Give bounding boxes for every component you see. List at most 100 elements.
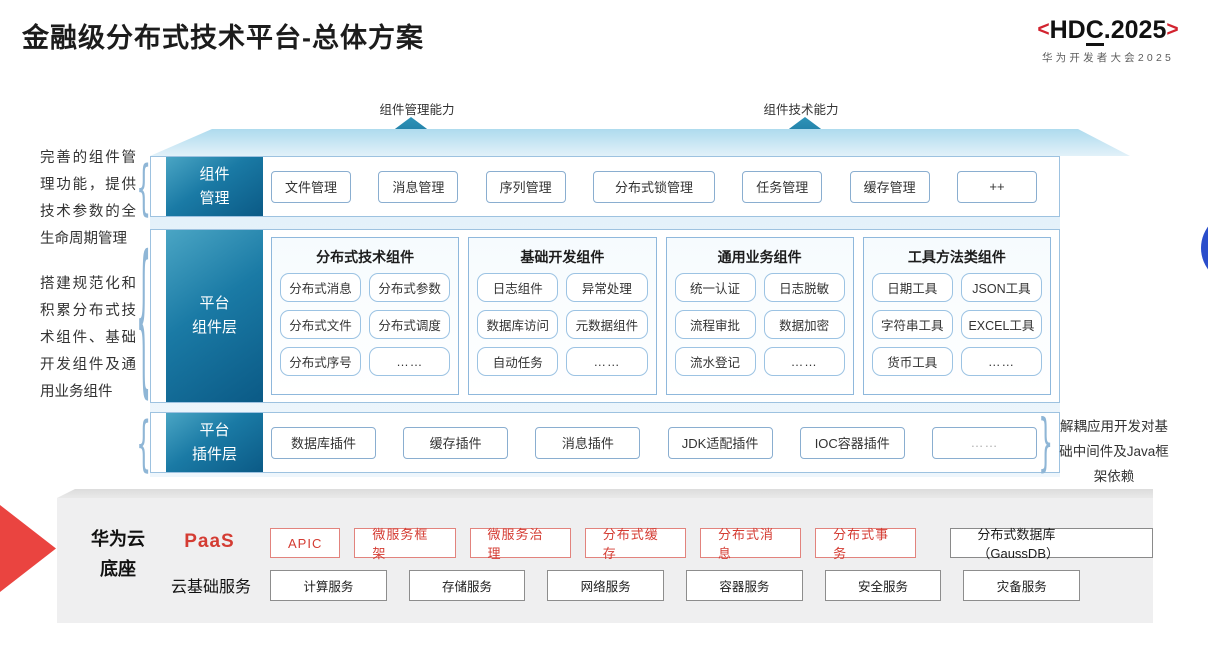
paas-services: APIC 微服务框架微服务治理分布式缓存分布式消息分布式事务分布式数据库（Gaus… bbox=[270, 527, 1154, 561]
component-mgmt-chip: 文件管理 bbox=[271, 170, 351, 203]
cloud-service-chip: 网络服务 bbox=[547, 570, 665, 601]
platform-stack: { 组件 管理 文件管理消息管理序列管理分布式锁管理任务管理缓存管理 ++ { 平… bbox=[137, 151, 1060, 478]
capability-label-mgmt: 组件管理能力 bbox=[379, 103, 455, 117]
platform-top-face bbox=[150, 129, 1130, 156]
cloud-service-chip: 灾备服务 bbox=[963, 570, 1081, 601]
layer-label-component-mgmt: 组件 管理 bbox=[166, 157, 263, 216]
group-items: 统一认证日志脱敏流程审批数据加密流水登记…… bbox=[667, 273, 853, 384]
component-chip: JSON工具 bbox=[960, 273, 1042, 302]
group-items: 分布式消息分布式参数分布式文件分布式调度分布式序号…… bbox=[272, 273, 458, 384]
component-chip: 统一认证 bbox=[674, 273, 756, 302]
plugin-chip: 缓存插件 bbox=[403, 426, 509, 459]
hdc-logo: <HDC.2025> 华为开发者大会2025 bbox=[1008, 16, 1208, 65]
capability-label-tech: 组件技术能力 bbox=[763, 103, 839, 117]
component-chip: 分布式调度 bbox=[369, 310, 451, 339]
component-mgmt-chip: 消息管理 bbox=[378, 170, 459, 203]
group-title: 基础开发组件 bbox=[520, 249, 605, 265]
paas-service-chip: 分布式事务 bbox=[815, 527, 917, 561]
brace-left-icon: { bbox=[136, 151, 152, 222]
component-chip: 分布式消息 bbox=[280, 273, 362, 302]
component-chip: …… bbox=[369, 347, 451, 376]
red-arrow-icon bbox=[0, 505, 56, 592]
hdc-subtitle: 华为开发者大会2025 bbox=[1041, 52, 1175, 64]
group-items: 日志组件异常处理数据库访问元数据组件自动任务…… bbox=[469, 273, 655, 384]
component-chip: 分布式文件 bbox=[280, 310, 362, 339]
brace-left-icon: { bbox=[136, 218, 152, 414]
group-title: 工具方法类组件 bbox=[907, 249, 1006, 265]
plugin-chip: …… bbox=[931, 426, 1037, 459]
cloud-service-chip: 安全服务 bbox=[824, 570, 942, 601]
hdc-c-underlined: C bbox=[1085, 16, 1104, 46]
layer-component-mgmt: 组件 管理 文件管理消息管理序列管理分布式锁管理任务管理缓存管理 ++ bbox=[150, 156, 1060, 217]
layer-platform-plugins: 平台 插件层 数据库插件缓存插件消息插件 JDK适配插件 IOC容器插件 …… bbox=[150, 412, 1060, 473]
note-decouple: 解耦应用开发对基础中间件及Java框架依赖 bbox=[1059, 419, 1169, 484]
brace-left-icon: { bbox=[136, 407, 152, 478]
component-chip: 分布式参数 bbox=[369, 273, 451, 302]
note-platform-components: 搭建规范化和积累分布式技术组件、基础开发组件及通用业务组件 bbox=[40, 276, 136, 400]
cloud-base-services-label: 云基础服务 bbox=[170, 579, 251, 596]
next-slide-button[interactable] bbox=[1201, 212, 1208, 284]
paas-service-chip: 微服务治理 bbox=[469, 527, 571, 561]
plugin-chip: 消息插件 bbox=[535, 426, 641, 459]
foundation-bevel bbox=[57, 489, 1153, 498]
component-chip: …… bbox=[566, 347, 648, 376]
hdc-pre: HD bbox=[1049, 16, 1086, 44]
cloud-base-services: 计算服务存储服务网络服务容器服务安全服务灾备服务 bbox=[270, 570, 1081, 601]
hdc-post: .2025 bbox=[1103, 16, 1167, 44]
hdc-logo-text: <HDC.2025> bbox=[1008, 16, 1208, 46]
paas-service-chip: 分布式缓存 bbox=[584, 527, 686, 561]
component-chip: 数据库访问 bbox=[477, 310, 559, 339]
component-mgmt-chip: 序列管理 bbox=[485, 170, 566, 203]
component-mgmt-chip: 缓存管理 bbox=[849, 170, 930, 203]
hdc-right-bracket: > bbox=[1166, 18, 1179, 41]
page-title: 金融级分布式技术平台-总体方案 bbox=[22, 23, 424, 53]
component-chip: 日志组件 bbox=[477, 273, 559, 302]
plugin-chip: JDK适配插件 bbox=[667, 426, 773, 459]
group-distributed-tech: 分布式技术组件 分布式消息分布式参数分布式文件分布式调度分布式序号…… bbox=[271, 237, 460, 395]
group-title: 分布式技术组件 bbox=[316, 249, 415, 265]
cloud-service-chip: 计算服务 bbox=[270, 570, 387, 601]
component-chip: 自动任务 bbox=[477, 347, 559, 376]
component-groups: 分布式技术组件 分布式消息分布式参数分布式文件分布式调度分布式序号…… 基础开发… bbox=[271, 237, 1051, 395]
component-chip: 日期工具 bbox=[871, 273, 953, 302]
group-basic-dev: 基础开发组件 日志组件异常处理数据库访问元数据组件自动任务…… bbox=[468, 237, 657, 395]
paas-service-chip: APIC bbox=[270, 528, 341, 558]
layer-platform-components: 平台 组件层 分布式技术组件 分布式消息分布式参数分布式文件分布式调度分布式序号… bbox=[150, 229, 1060, 403]
component-mgmt-chip: 分布式锁管理 bbox=[592, 170, 715, 203]
paas-service-chip: 微服务框架 bbox=[354, 527, 456, 561]
cloud-service-chip: 存储服务 bbox=[408, 570, 526, 601]
component-chip: 元数据组件 bbox=[566, 310, 648, 339]
hdc-left-bracket: < bbox=[1037, 18, 1050, 41]
platform-plugin-items: 数据库插件缓存插件消息插件 JDK适配插件 IOC容器插件 …… bbox=[271, 413, 1037, 472]
layer-label-platform-components: 平台 组件层 bbox=[166, 230, 263, 402]
component-chip: 货币工具 bbox=[871, 347, 953, 376]
group-common-business: 通用业务组件 统一认证日志脱敏流程审批数据加密流水登记…… bbox=[665, 237, 854, 395]
component-chip: …… bbox=[960, 347, 1042, 376]
paas-service-chip: 分布式消息 bbox=[699, 527, 802, 561]
component-chip: 数据加密 bbox=[763, 310, 845, 339]
plugin-chip: 数据库插件 bbox=[271, 426, 376, 459]
plugin-chip: IOC容器插件 bbox=[799, 426, 905, 459]
huaweicloud-base-label: 华为云 底座 bbox=[91, 529, 145, 579]
cloud-service-chip: 容器服务 bbox=[686, 570, 803, 601]
brace-right-icon: } bbox=[1038, 405, 1054, 479]
component-mgmt-chip: ++ bbox=[956, 170, 1037, 203]
component-mgmt-items: 文件管理消息管理序列管理分布式锁管理任务管理缓存管理 ++ bbox=[271, 157, 1037, 216]
component-chip: 流程审批 bbox=[674, 310, 756, 339]
component-chip: 字符串工具 bbox=[871, 310, 953, 339]
component-chip: EXCEL工具 bbox=[960, 310, 1042, 339]
layer-label-platform-plugins: 平台 插件层 bbox=[166, 413, 263, 472]
note-component-mgmt: 完善的组件管理功能，提供技术参数的全生命周期管理 bbox=[40, 150, 136, 247]
component-chip: …… bbox=[763, 347, 845, 376]
component-chip: 异常处理 bbox=[566, 273, 648, 302]
paas-service-chip: 分布式数据库（GaussDB） bbox=[950, 527, 1154, 561]
component-chip: 流水登记 bbox=[674, 347, 756, 376]
group-title: 通用业务组件 bbox=[717, 249, 802, 265]
component-mgmt-chip: 任务管理 bbox=[742, 170, 823, 203]
component-chip: 日志脱敏 bbox=[763, 273, 845, 302]
component-chip: 分布式序号 bbox=[280, 347, 362, 376]
